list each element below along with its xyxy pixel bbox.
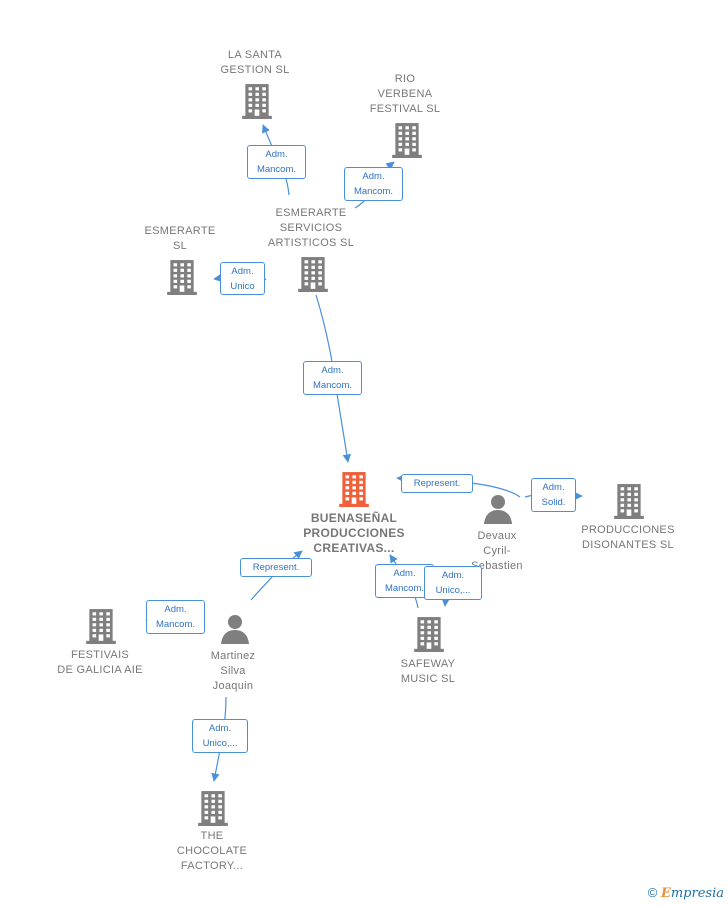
node-label[interactable]: PRODUCCIONES DISONANTES SL — [581, 524, 675, 551]
node-label[interactable]: FESTIVAIS DE GALICIA AIE — [57, 649, 143, 676]
edge-label-e2[interactable]: Adm. Mancom. — [344, 167, 403, 201]
building-icon[interactable] — [339, 471, 369, 512]
building-icon[interactable] — [298, 256, 328, 297]
node-label[interactable]: LA SANTA GESTION SL — [220, 49, 290, 76]
edge-label-e8[interactable]: Adm. Mancom. — [146, 600, 205, 634]
person-icon[interactable] — [220, 614, 250, 649]
node-label[interactable]: Devaux Cyril- Sebastien — [471, 530, 523, 572]
building-icon[interactable] — [242, 83, 272, 124]
brand-logo: Empresia — [660, 886, 724, 901]
node-label[interactable]: Martinez Silva Joaquin — [210, 650, 256, 692]
building-icon[interactable] — [414, 616, 444, 657]
edge-label-e3[interactable]: Adm. Unico — [220, 262, 265, 295]
edge-label-e7[interactable]: Represent. — [240, 558, 312, 577]
edge-label-e5[interactable]: Represent. — [401, 474, 473, 493]
node-label[interactable]: SAFEWAY MUSIC SL — [400, 658, 456, 685]
building-icon[interactable] — [86, 608, 116, 649]
building-icon[interactable] — [614, 483, 644, 524]
edge-label-e1[interactable]: Adm. Mancom. — [247, 145, 306, 179]
node-label[interactable]: RIO VERBENA FESTIVAL SL — [369, 73, 441, 115]
building-icon[interactable] — [392, 122, 422, 163]
copyright-icon: © — [647, 885, 658, 900]
node-label[interactable]: THE CHOCOLATE FACTORY... — [176, 830, 248, 872]
edge-label-e6[interactable]: Adm. Solid. — [531, 478, 576, 512]
node-label[interactable]: ESMERARTE SL — [144, 225, 216, 252]
node-label[interactable]: ESMERARTE SERVICIOS ARTISTICOS SL — [267, 207, 355, 249]
edge-label-e11[interactable]: Adm. Unico,... — [192, 719, 248, 753]
person-icon[interactable] — [483, 494, 513, 529]
building-icon[interactable] — [167, 259, 197, 300]
building-icon[interactable] — [198, 790, 228, 831]
node-label[interactable]: BUENASEÑAL PRODUCCIONES CREATIVAS... — [303, 511, 405, 555]
edge-label-e4[interactable]: Adm. Mancom. — [303, 361, 362, 395]
edge-label-e10[interactable]: Adm. Unico,... — [424, 566, 482, 600]
brand-footer: © Empresia — [648, 885, 724, 901]
